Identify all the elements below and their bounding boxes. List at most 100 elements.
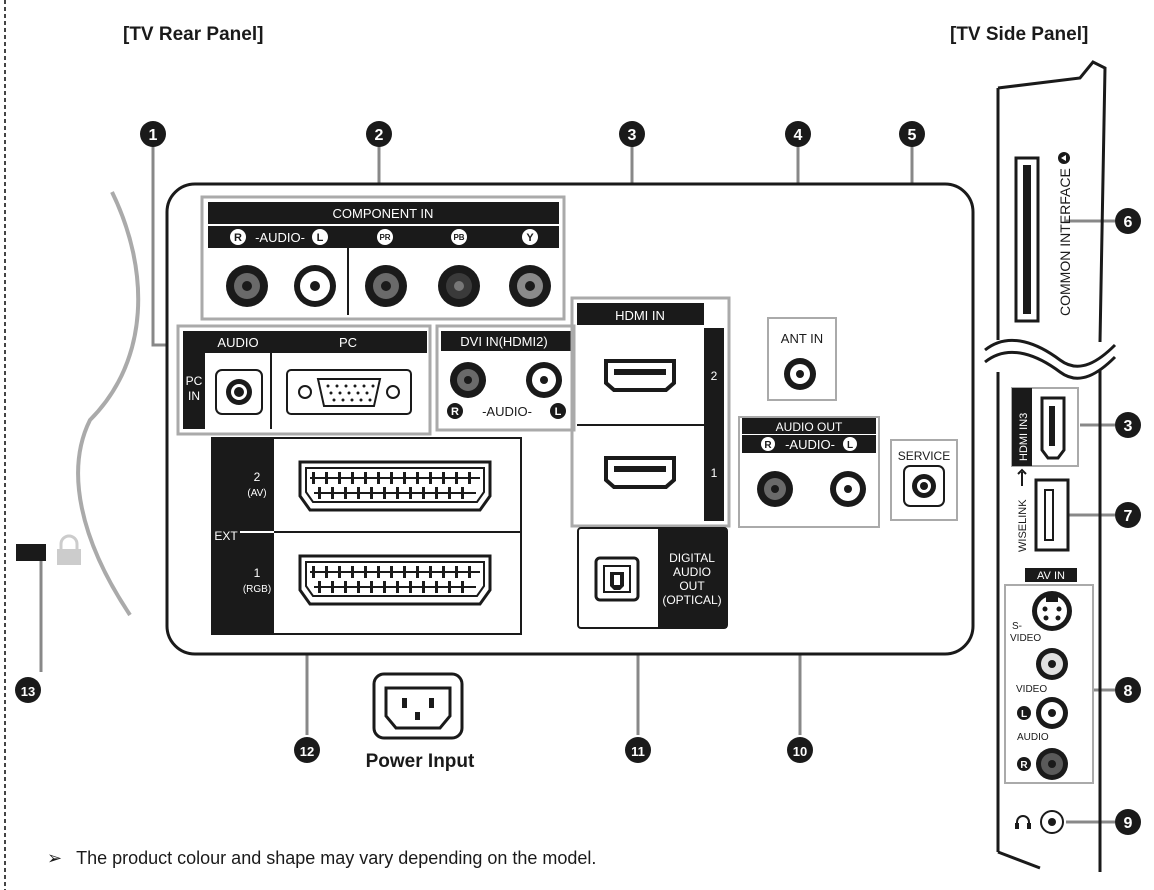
audio-out-r-jack[interactable] <box>757 471 793 507</box>
power-socket[interactable] <box>372 672 464 740</box>
svg-text:9: 9 <box>1124 815 1133 832</box>
usb-port[interactable] <box>1034 478 1070 552</box>
ant-in-label: ANT IN <box>781 331 823 346</box>
ext-block: EXT 2 (AV) 1 (RGB) <box>211 437 522 635</box>
ant-in-block: ANT IN <box>767 317 837 401</box>
optical-label-1: DIGITAL <box>669 551 715 565</box>
rear-panel-heading: [TV Rear Panel] <box>123 24 263 45</box>
dvi-audio-l-jack[interactable] <box>526 362 562 398</box>
ant-in-jack[interactable] <box>784 358 816 390</box>
svg-text:3: 3 <box>628 127 637 144</box>
pc-label: PC <box>339 335 357 350</box>
callout-3: 3 <box>619 121 645 147</box>
hdmi-2-port[interactable] <box>604 359 676 392</box>
side-audio-l-mark: L <box>1021 709 1027 720</box>
callout-10: 10 <box>787 737 813 763</box>
side-audio-r-jack[interactable] <box>1036 748 1068 780</box>
usb-icon <box>1017 468 1027 486</box>
note-text: The product colour and shape may vary de… <box>76 848 597 868</box>
optical-port[interactable] <box>594 556 640 602</box>
hdmi-in-title: HDMI IN <box>615 308 665 323</box>
side-panel: COMMON INTERFACE HDMI IN3 WISELINK AV IN <box>984 60 1117 872</box>
audio-out-title: AUDIO OUT <box>776 420 843 434</box>
component-in-block: COMPONENT IN R -AUDIO- L PR PB Y <box>200 195 566 321</box>
vga-port[interactable] <box>286 369 412 415</box>
svg-text:2: 2 <box>375 127 384 144</box>
headphone-jack[interactable] <box>1040 810 1064 834</box>
ext-1-sub-label: (RGB) <box>243 584 271 595</box>
lock-icon <box>57 534 81 565</box>
svg-text:13: 13 <box>21 684 35 699</box>
side-audio-l-jack[interactable] <box>1036 697 1068 729</box>
audio-out-l-mark: L <box>847 440 853 451</box>
hdmi-port-2-label: 2 <box>711 369 718 383</box>
hdmi-1-port[interactable] <box>604 456 676 489</box>
av-in-label: AV IN <box>1037 570 1065 582</box>
audio-out-audio-label: -AUDIO- <box>785 437 835 452</box>
pc-in-side-label-2: IN <box>188 389 200 403</box>
comp-audio-l-mark: L <box>317 232 324 244</box>
callout-1: 1 <box>140 121 166 147</box>
eject-icon <box>1058 152 1070 164</box>
side-audio-label: AUDIO <box>1017 732 1049 743</box>
pr-jack[interactable] <box>365 265 407 307</box>
dvi-in-title: DVI IN(HDMI2) <box>460 334 547 349</box>
callout-8: 8 <box>1115 677 1141 703</box>
hdmi-port-1-label: 1 <box>711 466 718 480</box>
optical-label-2: AUDIO <box>673 565 711 579</box>
ext-1-label: 1 <box>254 566 261 580</box>
power-input-label: Power Input <box>366 751 475 772</box>
optical-label-3: OUT <box>679 579 705 593</box>
y-mark: Y <box>526 232 534 244</box>
scart-2-port[interactable] <box>298 460 492 512</box>
s-video-label-2: VIDEO <box>1010 633 1041 644</box>
callout-7: 7 <box>1115 502 1141 528</box>
svg-text:8: 8 <box>1124 683 1133 700</box>
callout-3-side: 3 <box>1115 412 1141 438</box>
svg-text:3: 3 <box>1124 418 1133 435</box>
arrow-icon: ➢ <box>47 848 63 868</box>
svg-text:12: 12 <box>300 744 314 759</box>
audio-out-l-jack[interactable] <box>830 471 866 507</box>
comp-audio-l-jack[interactable] <box>294 265 336 307</box>
video-jack[interactable] <box>1036 648 1068 680</box>
side-panel-heading: [TV Side Panel] <box>950 24 1088 45</box>
callout-6: 6 <box>1115 208 1141 234</box>
ext-2-sub-label: (AV) <box>247 488 266 499</box>
comp-audio-r-jack[interactable] <box>226 265 268 307</box>
pb-jack[interactable] <box>438 265 480 307</box>
video-label: VIDEO <box>1016 684 1047 695</box>
comp-audio-r-mark: R <box>234 232 242 244</box>
svg-text:4: 4 <box>794 127 803 144</box>
disclaimer-note: ➢ The product colour and shape may vary d… <box>47 848 596 869</box>
svg-text:10: 10 <box>793 744 807 759</box>
dvi-audio-label: -AUDIO- <box>482 404 532 419</box>
callout-4: 4 <box>785 121 811 147</box>
callout-12: 12 <box>294 737 320 763</box>
s-video-port[interactable] <box>1032 591 1072 631</box>
svg-text:7: 7 <box>1124 508 1133 525</box>
dvi-audio-r-jack[interactable] <box>450 362 486 398</box>
comp-audio-label: -AUDIO- <box>255 230 305 245</box>
pc-in-side-label-1: PC <box>186 374 203 388</box>
service-block: SERVICE <box>890 439 958 521</box>
svg-text:1: 1 <box>149 127 158 144</box>
pb-mark: PB <box>453 233 464 242</box>
hdmi-in-block: HDMI IN 2 1 <box>570 296 731 528</box>
pc-audio-jack[interactable] <box>215 369 263 415</box>
service-jack[interactable] <box>903 465 945 507</box>
svg-text:6: 6 <box>1124 214 1133 231</box>
optical-label-4: (OPTICAL) <box>662 593 721 607</box>
svg-text:5: 5 <box>908 127 917 144</box>
svg-text:11: 11 <box>631 744 645 759</box>
common-interface-label: COMMON INTERFACE <box>1057 168 1073 316</box>
scart-1-port[interactable] <box>298 554 492 606</box>
power-input-block: Power Input <box>366 672 475 772</box>
hdmi-3-port[interactable] <box>1040 396 1066 460</box>
common-interface-slot[interactable] <box>1014 156 1040 323</box>
y-jack[interactable] <box>509 265 551 307</box>
dvi-l-mark: L <box>555 406 562 418</box>
wiselink-label: WISELINK <box>1017 499 1029 552</box>
dvi-r-mark: R <box>451 406 459 418</box>
service-label: SERVICE <box>898 449 950 463</box>
